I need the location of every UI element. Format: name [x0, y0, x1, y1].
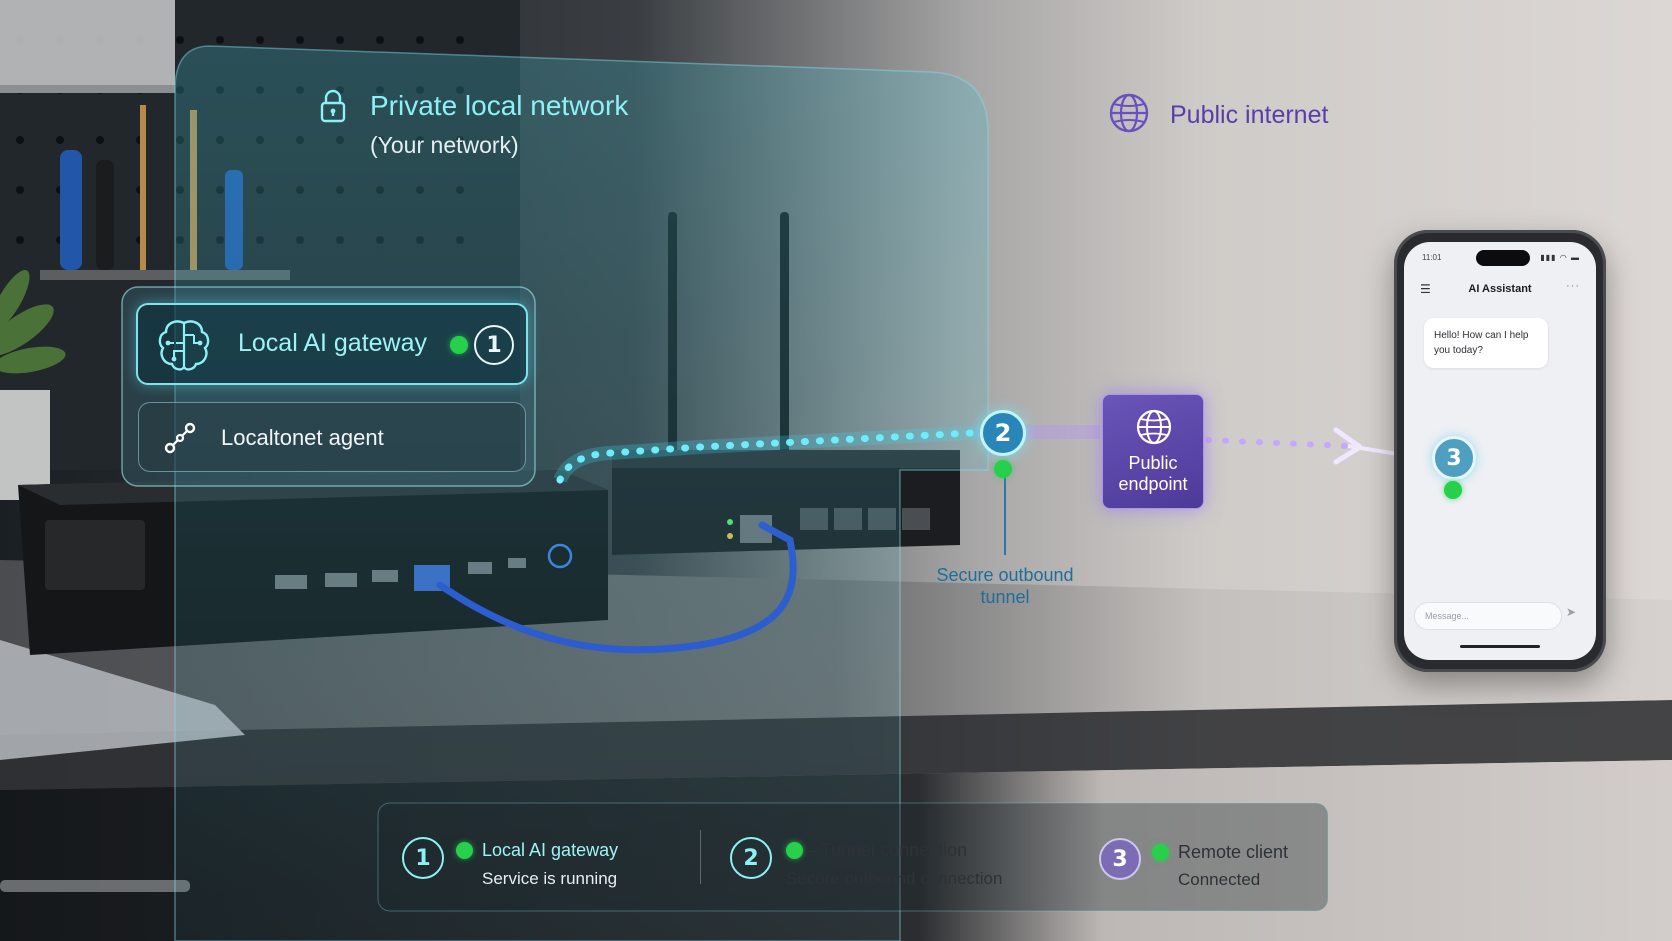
- smartphone: 11:01 ▮▮▮ ◠ ▬ ☰ AI Assistant ··· Hello! …: [1394, 230, 1606, 672]
- legend-subtitle: Secure outbound connection: [786, 869, 1003, 888]
- assistant-message-line1: Hello! How can I help: [1434, 330, 1529, 341]
- localtonet-agent-panel: Localtonet agent: [138, 402, 526, 472]
- legend-status-dot: [786, 842, 803, 859]
- endpoint-label-line1: Public: [1128, 453, 1178, 473]
- message-placeholder: Message...: [1425, 611, 1470, 621]
- legend-step-badge: 2: [730, 837, 772, 879]
- send-icon[interactable]: ➤: [1566, 605, 1577, 619]
- client-step-badge: 3: [1432, 436, 1476, 480]
- tunnel-caption-line1: Secure outbound: [936, 565, 1074, 585]
- private-network-title: Private local network: [370, 90, 629, 121]
- dynamic-island: [1476, 250, 1530, 266]
- public-internet-title: Public internet: [1170, 101, 1329, 129]
- legend-subtitle: Service is running: [482, 869, 618, 888]
- legend-title: Remote client: [1178, 842, 1289, 862]
- tunnel-caption: Secure outbound tunnel: [920, 564, 1090, 608]
- home-indicator: [1460, 645, 1540, 648]
- more-icon[interactable]: ···: [1566, 280, 1580, 292]
- globe-icon: [1108, 92, 1150, 134]
- legend-status-dot: [456, 842, 473, 859]
- tunnel-caption-line2: tunnel: [980, 587, 1030, 607]
- message-input[interactable]: Message...: [1414, 602, 1562, 630]
- link-icon: [163, 421, 197, 455]
- local-ai-gateway-panel: Local AI gateway 1: [136, 303, 528, 385]
- endpoint-label: Public endpoint: [1103, 453, 1203, 495]
- legend-title: – Tunnel connection: [806, 840, 968, 860]
- app-title: AI Assistant: [1468, 283, 1532, 295]
- gateway-label: Local AI gateway: [238, 329, 428, 357]
- endpoint-label-line2: endpoint: [1118, 474, 1188, 494]
- legend-step-badge: 1: [402, 837, 444, 879]
- legend-divider: [700, 830, 701, 884]
- assistant-message-line2: you today?: [1434, 345, 1483, 356]
- tunnel-status-dot: [994, 460, 1012, 478]
- agent-label: Localtonet agent: [221, 425, 384, 450]
- menu-icon[interactable]: ☰: [1420, 282, 1431, 296]
- legend-status-dot: [1152, 844, 1169, 861]
- status-icons: ▮▮▮ ◠ ▬: [1540, 253, 1580, 262]
- client-status-dot: [1444, 481, 1462, 499]
- tunnel-step-badge: 2: [980, 410, 1026, 456]
- private-network-subtitle: (Your network): [370, 132, 519, 158]
- endpoint-globe-icon: [1134, 407, 1174, 447]
- lock-icon: [318, 88, 348, 124]
- assistant-message: Hello! How can I help you today?: [1424, 318, 1548, 368]
- legend-title: Local AI gateway: [482, 840, 619, 860]
- status-time: 11:01: [1422, 253, 1442, 262]
- legend-step-badge: 3: [1099, 838, 1141, 880]
- phone-screen: 11:01 ▮▮▮ ◠ ▬ ☰ AI Assistant ··· Hello! …: [1404, 242, 1596, 660]
- brain-icon: [154, 315, 214, 375]
- legend-divider: [1066, 830, 1067, 884]
- gateway-status-dot: [450, 336, 468, 354]
- gateway-step-badge: 1: [474, 325, 514, 365]
- public-endpoint-box: Public endpoint: [1102, 394, 1204, 509]
- legend-subtitle: Connected: [1178, 870, 1261, 889]
